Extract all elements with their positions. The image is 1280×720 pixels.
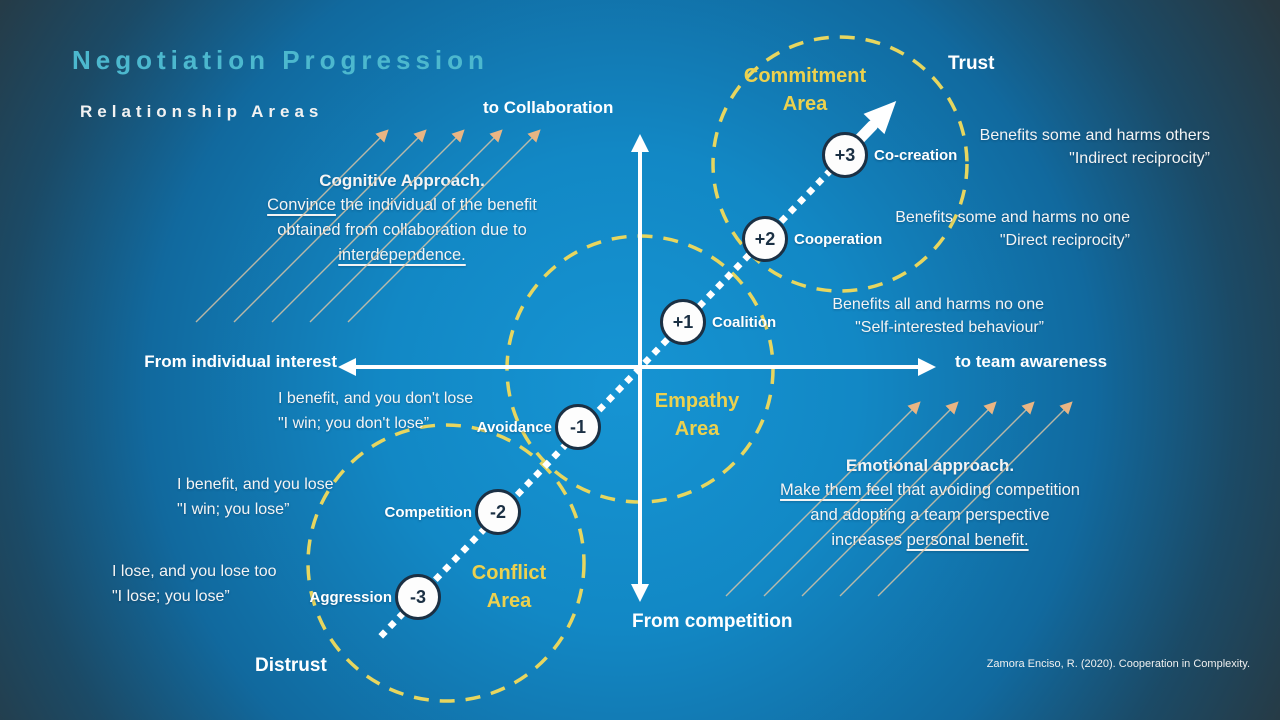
annotation-line: I benefit, and you lose xyxy=(177,476,334,493)
empathy-area-line1: Empathy xyxy=(654,390,740,412)
annotation-line: Benefits all and harms no one xyxy=(832,296,1044,313)
commitment-area-line2: Area xyxy=(782,93,828,115)
marker-circle-plus1: +1 xyxy=(660,299,706,345)
cognitive-approach-body: Convince the individual of the benefit o… xyxy=(252,193,552,268)
emotional-approach-body: Make them feel that avoiding competition… xyxy=(773,478,1087,553)
annotation-indirect-reciprocity: Benefits some and harms others "Indirect… xyxy=(980,124,1210,170)
page-title: Negotiation Progression xyxy=(72,45,489,75)
annotation-self-interested: Benefits all and harms no one "Self-inte… xyxy=(832,293,1044,339)
annotation-line: Benefits some and harms others xyxy=(979,127,1210,144)
annotation-direct-reciprocity: Benefits some and harms no one "Direct r… xyxy=(895,206,1130,252)
annotation-win-dont-lose: I benefit, and you don't lose "I win; yo… xyxy=(278,386,473,436)
citation-text: Zamora Enciso, R. (2020). Cooperation in… xyxy=(986,658,1250,670)
conflict-area-label: Conflict Area xyxy=(429,559,589,615)
marker-circle-minus1: -1 xyxy=(555,404,601,450)
axis-arrow-up-icon xyxy=(631,134,649,152)
axis-label-right: to team awareness xyxy=(955,352,1108,371)
marker-circle-plus2: +2 xyxy=(742,216,788,262)
axis-label-top: to Collaboration xyxy=(483,98,614,117)
marker-circle-minus3: -3 xyxy=(395,574,441,620)
cognitive-approach-title: Cognitive Approach. xyxy=(319,171,485,190)
annotation-line: "I win; you don't lose” xyxy=(278,415,430,432)
annotation-line: "Direct reciprocity” xyxy=(999,232,1130,249)
emotional-underline-personal-benefit: personal benefit. xyxy=(906,531,1029,549)
emotional-approach-title: Emotional approach. xyxy=(845,456,1015,475)
cognitive-underline-interdependence: interdependence. xyxy=(338,246,466,264)
marker-label-cocreation: Co-creation xyxy=(874,146,958,164)
commitment-area-line1: Commitment xyxy=(743,65,867,87)
cognitive-underline-convince: Convince xyxy=(267,196,336,214)
commitment-area-label: Commitment Area xyxy=(725,62,885,118)
distrust-label: Distrust xyxy=(255,655,327,676)
axis-label-bottom: From competition xyxy=(632,611,793,632)
emotional-underline-make-them-feel: Make them feel xyxy=(780,481,893,499)
conflict-area-line2: Area xyxy=(486,590,532,612)
axis-arrow-right-icon xyxy=(918,358,936,376)
marker-circle-minus2: -2 xyxy=(475,489,521,535)
marker-label-coalition: Coalition xyxy=(712,313,777,331)
conflict-area-line1: Conflict xyxy=(471,562,547,584)
annotation-win-lose: I benefit, and you lose "I win; you lose… xyxy=(177,472,334,522)
annotation-line: "I win; you lose” xyxy=(177,501,290,518)
marker-circle-plus3: +3 xyxy=(822,132,868,178)
marker-label-cooperation: Cooperation xyxy=(794,230,883,248)
annotation-line: "Self-interested behaviour” xyxy=(855,319,1044,336)
annotation-lose-lose: I lose, and you lose too "I lose; you lo… xyxy=(112,559,277,609)
annotation-line: "I lose; you lose” xyxy=(112,588,230,605)
annotation-line: "Indirect reciprocity” xyxy=(1069,150,1210,167)
marker-label-competition: Competition xyxy=(384,503,473,521)
cognitive-approach-text: Cognitive Approach. Convince the individ… xyxy=(252,168,552,268)
axis-label-left: From individual interest xyxy=(144,352,337,371)
emotional-approach-text: Emotional approach. Make them feel that … xyxy=(773,453,1087,553)
page-subtitle: Relationship Areas xyxy=(80,102,324,121)
annotation-line: Benefits some and harms no one xyxy=(895,209,1130,226)
annotation-line: I lose, and you lose too xyxy=(112,563,277,580)
axis-arrow-down-icon xyxy=(631,584,649,602)
annotation-line: I benefit, and you don't lose xyxy=(278,390,474,407)
marker-label-aggression: Aggression xyxy=(309,588,392,606)
marker-label-avoidance: Avoidance xyxy=(476,418,552,436)
axis-arrow-left-icon xyxy=(338,358,356,376)
empathy-area-label: Empathy Area xyxy=(617,387,777,443)
trust-label: Trust xyxy=(948,53,995,74)
empathy-area-circle xyxy=(505,234,775,504)
empathy-area-line2: Area xyxy=(674,418,720,440)
